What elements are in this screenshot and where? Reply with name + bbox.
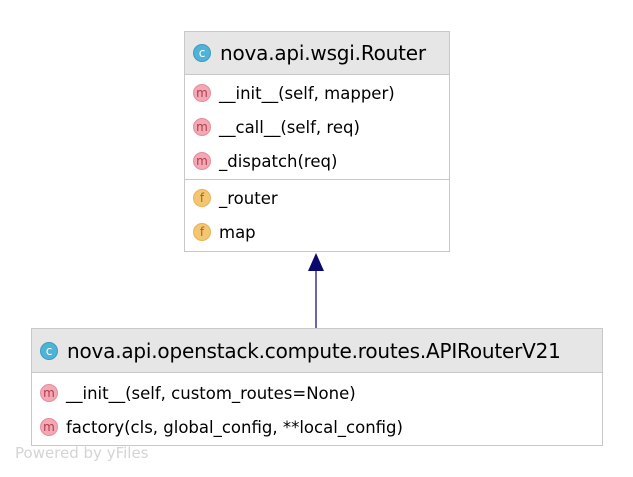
method-label: __init__(self, custom_routes=None)	[66, 383, 356, 403]
method-label: factory(cls, global_config, **local_conf…	[66, 417, 403, 437]
arrow-head-icon	[308, 253, 324, 271]
methods-section-api-router-v21: m __init__(self, custom_routes=None) m f…	[32, 373, 602, 444]
field-router[interactable]: f _router	[185, 181, 449, 215]
class-node-router[interactable]: c nova.api.wsgi.Router m __init__(self, …	[184, 31, 450, 252]
class-node-api-router-v21[interactable]: c nova.api.openstack.compute.routes.APIR…	[31, 328, 603, 446]
field-icon: f	[193, 189, 211, 207]
method-icon: m	[40, 384, 58, 402]
field-label: map	[219, 222, 256, 242]
class-name-api-router-v21: nova.api.openstack.compute.routes.APIRou…	[67, 338, 561, 363]
method-icon: m	[40, 418, 58, 436]
field-label: _router	[219, 188, 278, 208]
method-call-router[interactable]: m __call__(self, req)	[185, 110, 449, 144]
method-label: _dispatch(req)	[219, 151, 338, 171]
method-factory-api-router-v21[interactable]: m factory(cls, global_config, **local_co…	[32, 410, 602, 444]
class-header-api-router-v21: c nova.api.openstack.compute.routes.APIR…	[32, 329, 602, 373]
class-name-router: nova.api.wsgi.Router	[220, 41, 426, 65]
watermark-text: Powered by yFiles	[15, 444, 149, 462]
method-init-api-router-v21[interactable]: m __init__(self, custom_routes=None)	[32, 376, 602, 410]
method-dispatch-router[interactable]: m _dispatch(req)	[185, 144, 449, 178]
method-icon: m	[193, 152, 211, 170]
method-init-router[interactable]: m __init__(self, mapper)	[185, 76, 449, 110]
method-label: __init__(self, mapper)	[219, 83, 395, 103]
class-icon: c	[193, 44, 211, 62]
method-icon: m	[193, 84, 211, 102]
class-header-router: c nova.api.wsgi.Router	[185, 32, 449, 75]
class-icon: c	[40, 341, 58, 360]
fields-section-router: f _router f map	[185, 179, 449, 249]
method-icon: m	[193, 118, 211, 136]
methods-section-router: m __init__(self, mapper) m __call__(self…	[185, 75, 449, 179]
field-icon: f	[193, 223, 211, 241]
field-map[interactable]: f map	[185, 215, 449, 249]
method-label: __call__(self, req)	[219, 117, 360, 137]
